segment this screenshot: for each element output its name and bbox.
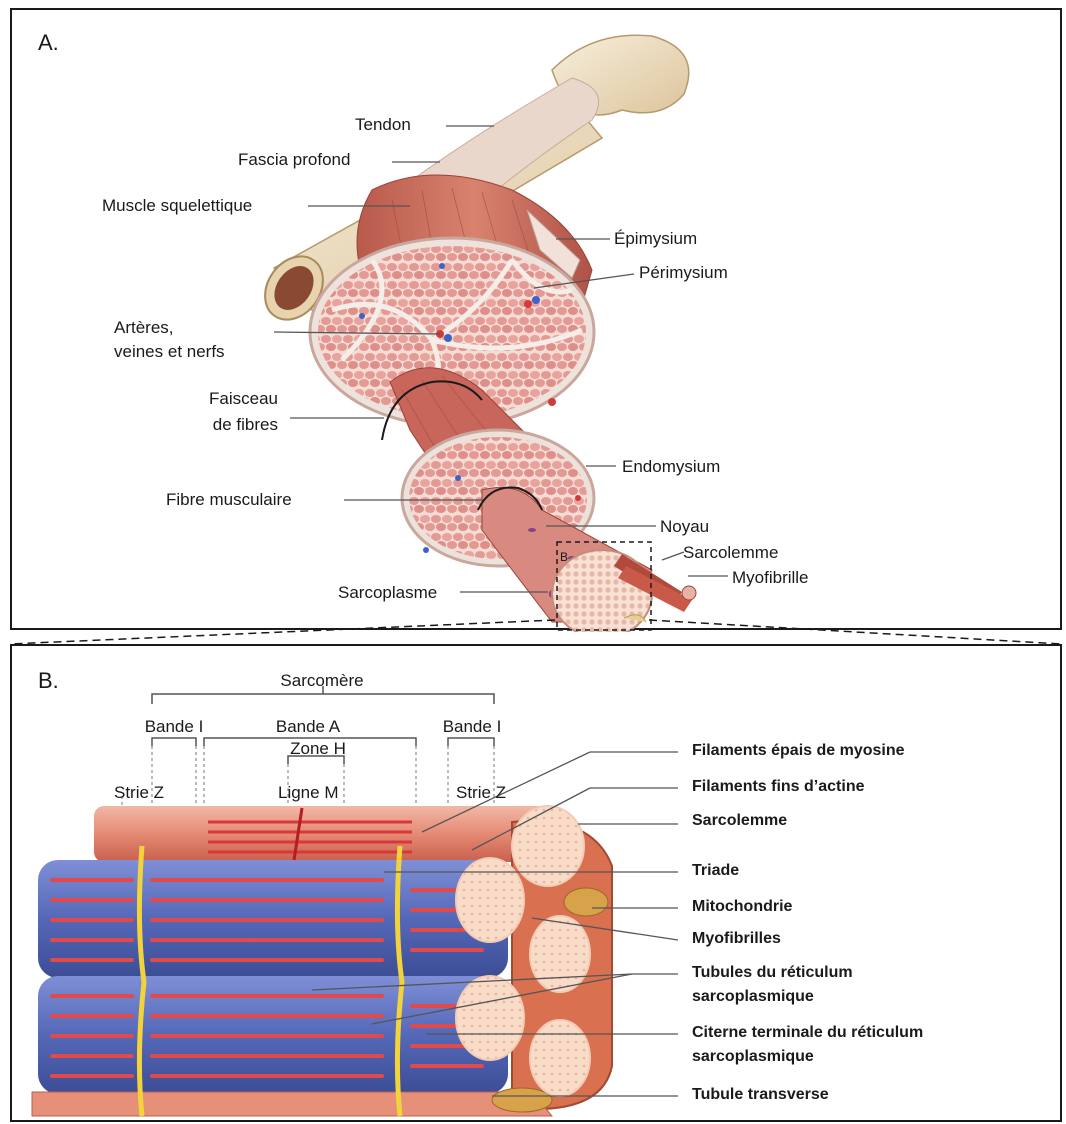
label-tubules-line2: sarcoplasmique bbox=[692, 986, 814, 1008]
label-perimysium: Périmysium bbox=[639, 262, 728, 284]
label-tubules-line1: Tubules du réticulum bbox=[692, 962, 853, 984]
myofibril-middle bbox=[38, 860, 508, 978]
label-bande-i-left: Bande I bbox=[128, 716, 220, 738]
label-arteres-line1: Artères, bbox=[114, 317, 174, 339]
label-faisceau-line2: de fibres bbox=[182, 414, 278, 436]
panel-b-sarcomere-detail: B. bbox=[10, 644, 1062, 1122]
label-sarcolemme-a: Sarcolemme bbox=[683, 542, 778, 564]
label-endomysium: Endomysium bbox=[622, 456, 720, 478]
myofibril-bottom bbox=[38, 976, 508, 1094]
label-filaments-epais: Filaments épais de myosine bbox=[692, 740, 905, 762]
label-bande-a: Bande A bbox=[258, 716, 358, 738]
label-sarcolemme-b: Sarcolemme bbox=[692, 810, 787, 832]
label-tendon: Tendon bbox=[355, 114, 411, 136]
label-sarcoplasme: Sarcoplasme bbox=[338, 582, 437, 604]
label-sarcomere: Sarcomère bbox=[242, 670, 402, 692]
mitochondrion bbox=[564, 888, 608, 916]
sarcolemma-sheet bbox=[32, 1092, 552, 1116]
label-fibre-musculaire: Fibre musculaire bbox=[166, 489, 292, 511]
label-muscle-squelettique: Muscle squelettique bbox=[102, 195, 252, 217]
label-epimysium: Épimysium bbox=[614, 228, 697, 250]
panel-a-muscle-anatomy: A. bbox=[10, 8, 1062, 630]
label-triade: Triade bbox=[692, 860, 739, 882]
label-noyau: Noyau bbox=[660, 516, 709, 538]
label-myofibrilles: Myofibrilles bbox=[692, 928, 781, 950]
myofibril-back bbox=[94, 806, 564, 862]
label-mitochondrie: Mitochondrie bbox=[692, 896, 792, 918]
label-faisceau-line1: Faisceau bbox=[182, 388, 278, 410]
label-citerne-line1: Citerne terminale du réticulum bbox=[692, 1022, 923, 1044]
label-filaments-fins: Filaments fins d’actine bbox=[692, 776, 864, 798]
label-fascia-profond: Fascia profond bbox=[238, 149, 350, 171]
label-strie-z-left: Strie Z bbox=[114, 782, 164, 804]
label-tubule-transverse: Tubule transverse bbox=[692, 1084, 829, 1106]
label-bande-i-right: Bande I bbox=[426, 716, 518, 738]
label-citerne-line2: sarcoplasmique bbox=[692, 1046, 814, 1068]
label-strie-z-right: Strie Z bbox=[456, 782, 506, 804]
label-zone-h: Zone H bbox=[270, 738, 366, 760]
label-myofibrille: Myofibrille bbox=[732, 567, 809, 589]
inset-marker-b: B bbox=[560, 546, 568, 568]
label-ligne-m: Ligne M bbox=[278, 782, 338, 804]
label-arteres-line2: veines et nerfs bbox=[114, 341, 225, 363]
